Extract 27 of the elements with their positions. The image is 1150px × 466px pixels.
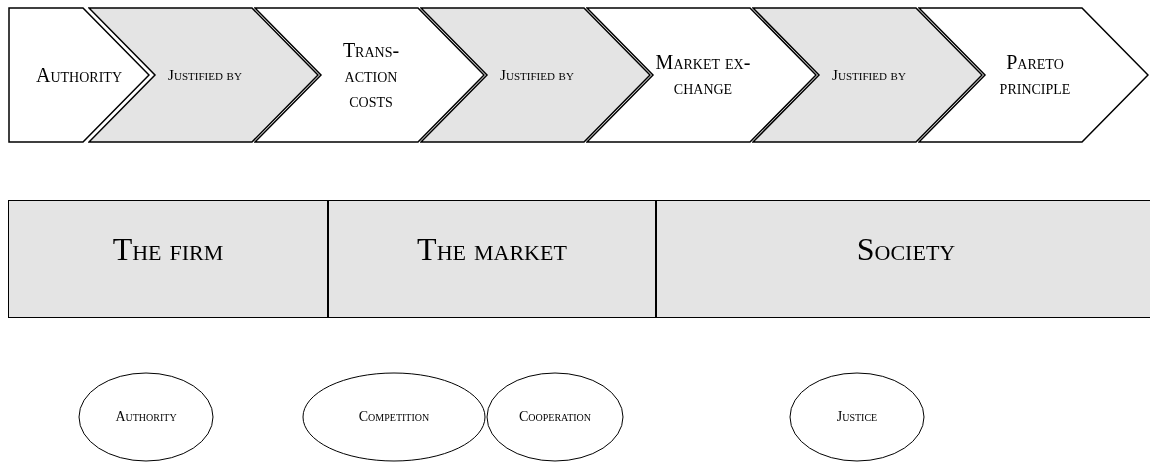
chevron-step <box>254 7 485 143</box>
node-label: Cooperation <box>518 408 592 426</box>
chevron-step <box>586 7 817 143</box>
concept-ellipse <box>486 372 624 462</box>
chevron-step <box>420 7 651 143</box>
node-label: Authority <box>115 408 177 426</box>
node-label: Trans- action costs <box>341 37 401 113</box>
node-label: Society <box>856 230 956 269</box>
concept-ellipse <box>302 372 486 462</box>
chevron-step <box>8 7 150 143</box>
node-label: Justified by <box>168 65 242 85</box>
chevron-step <box>752 7 983 143</box>
chevron-step <box>918 7 1149 143</box>
node-label: Pareto principle <box>998 50 1072 100</box>
node-label: Authority <box>36 62 122 88</box>
concept-ellipse <box>78 372 214 462</box>
category-band <box>8 200 328 318</box>
node-label: Justice <box>836 408 878 426</box>
node-label: Justified by <box>832 65 906 85</box>
node-label: Justified by <box>500 65 574 85</box>
category-band <box>328 200 656 318</box>
node-label: Competition <box>358 408 430 426</box>
node-label: The firm <box>112 230 224 269</box>
node-label: Market ex- change <box>654 50 752 100</box>
concept-ellipse <box>789 372 925 462</box>
category-band <box>656 200 1150 318</box>
node-label: The market <box>417 230 567 269</box>
